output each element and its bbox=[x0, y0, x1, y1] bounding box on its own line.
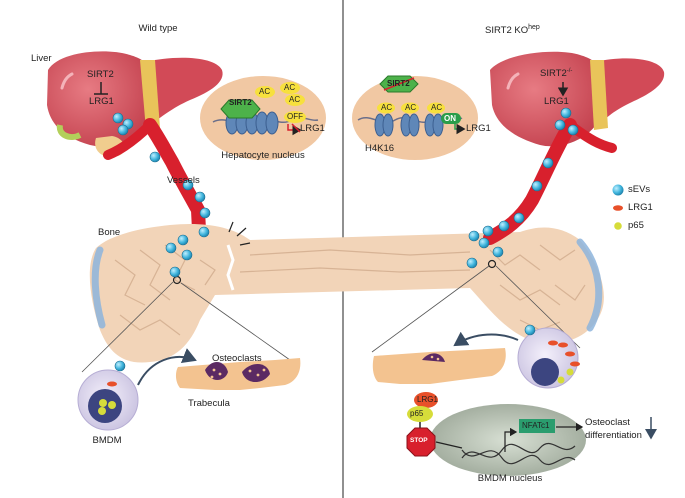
nucleus-right-ac-3: AC bbox=[431, 103, 443, 112]
sev-particle bbox=[466, 257, 478, 269]
sev-particle bbox=[560, 107, 572, 119]
label-hepatocyte-nucleus: Hepatocyte nucleus bbox=[221, 150, 305, 161]
sev-particle bbox=[117, 124, 129, 136]
legend-lrg1-swatch bbox=[613, 205, 623, 211]
bmdm-nucleus bbox=[430, 404, 586, 476]
liver-right-gene-sup: -/- bbox=[566, 68, 573, 74]
legend bbox=[612, 184, 624, 230]
label-bone: Bone bbox=[98, 227, 121, 238]
lrg1-p65-complex bbox=[406, 392, 463, 457]
liver-left-target: LRG1 bbox=[89, 96, 114, 107]
vessels-left bbox=[103, 118, 207, 257]
nucleus-left-ac-1: AC bbox=[259, 87, 271, 96]
sev-particle bbox=[194, 191, 206, 203]
liver-right-target: LRG1 bbox=[544, 96, 569, 107]
legend-p65-swatch bbox=[614, 222, 622, 230]
sev-particle bbox=[513, 212, 525, 224]
sev-particle bbox=[492, 246, 504, 258]
sev-particle bbox=[182, 179, 194, 191]
nucleus-right-gene: LRG1 bbox=[466, 123, 491, 134]
differentiation-arrow-left bbox=[137, 348, 197, 386]
sev-particles bbox=[112, 107, 579, 372]
label-differentiation: differentiation bbox=[585, 430, 642, 441]
sev-particle bbox=[114, 360, 126, 372]
legend-lrg1-label: LRG1 bbox=[628, 202, 653, 213]
sev-particle bbox=[524, 324, 536, 336]
label-bmdm: BMDM bbox=[92, 435, 122, 446]
title-wild-type: Wild type bbox=[138, 23, 178, 34]
label-osteoclast: Osteoclast bbox=[585, 417, 630, 428]
hepatocyte-nucleus-left bbox=[200, 76, 326, 160]
trabecula-left bbox=[175, 358, 301, 390]
pathway-lrg1: LRG1 bbox=[417, 395, 438, 404]
sev-particle bbox=[567, 124, 579, 136]
nucleus-right-ac-2: AC bbox=[405, 103, 417, 112]
nucleus-left-ac-3: AC bbox=[289, 95, 301, 104]
label-h4k16: H4K16 bbox=[365, 143, 395, 154]
sev-particle bbox=[165, 242, 177, 254]
legend-p65-label: p65 bbox=[628, 220, 644, 231]
title-sirt2-ko-main: SIRT2 KO bbox=[485, 25, 529, 37]
nucleus-right-state: ON bbox=[444, 114, 456, 123]
nucleus-left-sirt2: SIRT2 bbox=[229, 98, 252, 107]
liver-right-gene-wrap: SIRT2-/- bbox=[540, 68, 572, 79]
sev-particle bbox=[482, 225, 494, 237]
trabecula-right bbox=[372, 348, 506, 384]
bmdm-cell-left bbox=[77, 369, 139, 431]
nucleus-right-ac-1: AC bbox=[381, 103, 393, 112]
title-sirt2-ko-sup: hep bbox=[528, 24, 540, 31]
pathway-nfatc1: NFATc1 bbox=[522, 421, 550, 430]
label-osteoclasts: Osteoclasts bbox=[212, 353, 262, 364]
liver-left-gene: SIRT2 bbox=[87, 69, 114, 80]
nucleus-left-gene: LRG1 bbox=[300, 123, 325, 134]
label-vessels: Vessels bbox=[167, 175, 200, 186]
sev-particle bbox=[198, 226, 210, 238]
sev-particle bbox=[478, 237, 490, 249]
legend-sev-label: sEVs bbox=[628, 184, 651, 195]
label-bmdm-nucleus: BMDM nucleus bbox=[477, 473, 543, 484]
sev-particle bbox=[112, 112, 124, 124]
sev-particle bbox=[169, 266, 181, 278]
hepatocyte-nucleus-right bbox=[352, 75, 478, 160]
pathway-stop: STOP bbox=[410, 437, 428, 444]
title-sirt2-ko: SIRT2 KOhep bbox=[485, 24, 540, 36]
sev-particle bbox=[199, 207, 211, 219]
bmdm-cell-right bbox=[517, 327, 580, 389]
nucleus-left-state: OFF bbox=[287, 112, 303, 121]
label-trabecula: Trabecula bbox=[188, 398, 230, 409]
label-liver: Liver bbox=[31, 53, 52, 64]
sev-particle bbox=[531, 180, 543, 192]
nucleus-left-ac-2: AC bbox=[284, 83, 296, 92]
pathway-p65: p65 bbox=[410, 409, 424, 418]
sev-particle bbox=[498, 220, 510, 232]
bone bbox=[89, 221, 604, 363]
sev-particle bbox=[542, 157, 554, 169]
liver-right-gene: SIRT2 bbox=[540, 68, 567, 80]
differentiation-arrow-right bbox=[453, 331, 519, 347]
sev-particle bbox=[181, 249, 193, 261]
sev-particle bbox=[177, 234, 189, 246]
nucleus-right-sirt2: SIRT2 bbox=[387, 79, 410, 88]
sev-particle bbox=[149, 151, 161, 163]
sev-particle bbox=[554, 119, 566, 131]
legend-sev-swatch bbox=[612, 184, 624, 196]
sev-particle bbox=[468, 230, 480, 242]
